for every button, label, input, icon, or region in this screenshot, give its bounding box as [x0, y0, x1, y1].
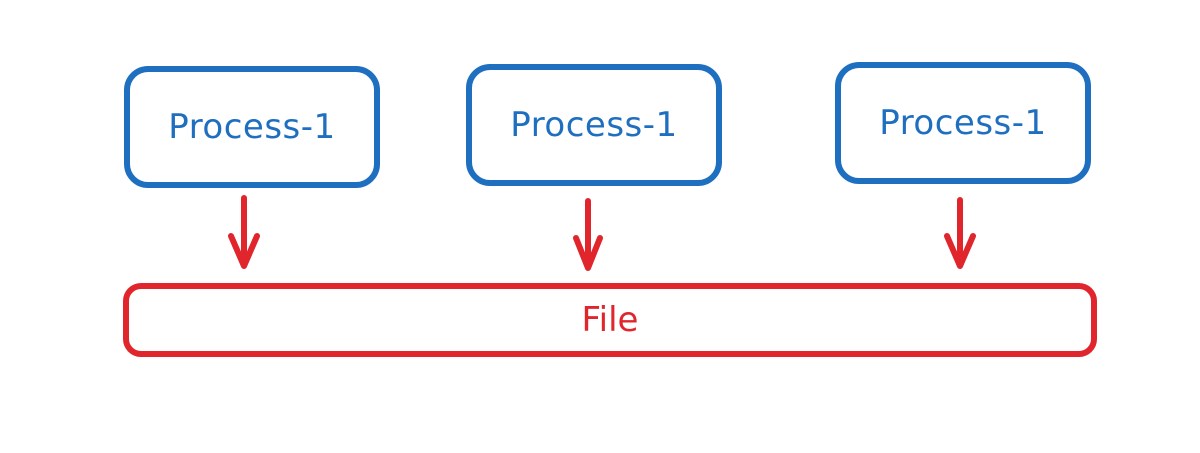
process-label-3: Process-1: [879, 103, 1047, 143]
process-box-1: Process-1: [124, 66, 380, 188]
process-label-2: Process-1: [510, 105, 678, 145]
file-box: File: [123, 283, 1097, 357]
arrow-3: [944, 197, 976, 269]
process-box-2: Process-1: [466, 64, 722, 186]
process-label-1: Process-1: [168, 107, 336, 147]
process-box-3: Process-1: [835, 62, 1091, 184]
arrow-1: [228, 195, 260, 269]
arrow-2: [573, 198, 603, 271]
file-label: File: [581, 300, 639, 340]
